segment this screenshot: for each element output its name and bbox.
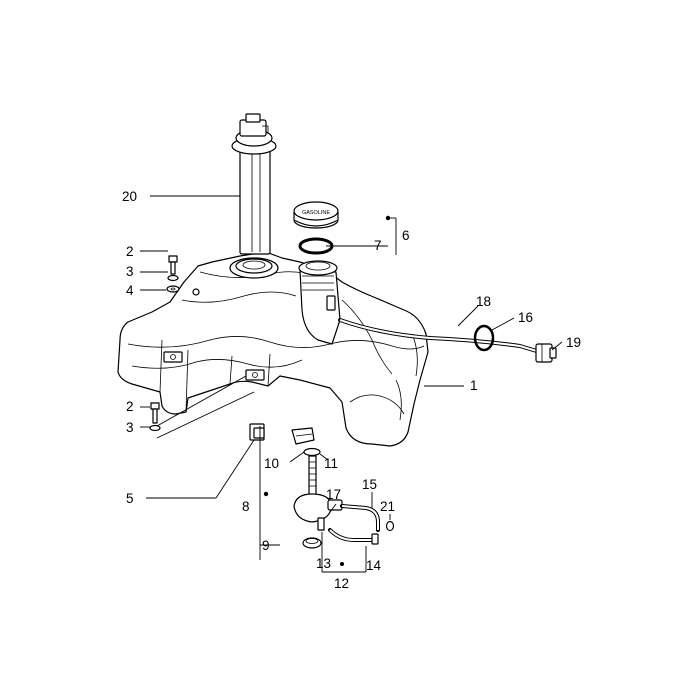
hose-clamp: [473, 324, 495, 352]
label-21: 21: [380, 499, 395, 514]
fuel-cap: GASOLINE: [293, 201, 339, 229]
label-19: 19: [566, 335, 581, 350]
fuel-tap: [293, 455, 343, 531]
label-15: 15: [362, 477, 377, 492]
lower-bolt: [150, 402, 160, 424]
label-17: 17: [326, 487, 341, 502]
label-10: 10: [264, 456, 279, 471]
label-16: 16: [518, 310, 533, 325]
tap-gasket: [303, 447, 321, 457]
hose-connector: [535, 343, 557, 363]
fuel-tank: [117, 251, 429, 447]
upper-spacer: [166, 285, 180, 293]
label-2-upper: 2: [126, 244, 134, 259]
sender-mount-ring: [229, 257, 279, 279]
tap-seal: [302, 537, 322, 549]
label-6: 6: [402, 228, 410, 243]
leader-dots: [263, 215, 391, 566]
vent-hose: [338, 318, 542, 354]
hose-clip: [291, 427, 315, 445]
label-5: 5: [126, 491, 134, 506]
small-hose-clamp: [385, 520, 395, 532]
label-3-lower: 3: [126, 420, 134, 435]
label-4: 4: [126, 283, 134, 298]
fuel-level-sender: [231, 113, 277, 255]
upper-washer: [167, 274, 179, 282]
label-20: 20: [122, 189, 137, 204]
part-labels: 20 2 3 4 6 7 18 16 19 1 2 3 5 10 11 8 17…: [122, 189, 581, 591]
label-18: 18: [476, 294, 491, 309]
label-1: 1: [470, 378, 478, 393]
label-2-lower: 2: [126, 399, 134, 414]
fuel-hose: [328, 504, 380, 545]
label-3-upper: 3: [126, 264, 134, 279]
label-11: 11: [324, 456, 338, 471]
label-8: 8: [242, 499, 250, 514]
leader-lines: [140, 195, 563, 573]
label-9: 9: [262, 538, 270, 553]
upper-bolt: [168, 255, 178, 275]
label-12: 12: [334, 576, 349, 591]
mounting-clip: [253, 427, 265, 439]
lower-washer: [149, 424, 161, 432]
cap-text: GASOLINE: [302, 210, 330, 216]
label-14: 14: [366, 558, 382, 573]
label-13: 13: [316, 556, 331, 571]
filler-neck: [298, 260, 341, 345]
label-7: 7: [374, 238, 382, 253]
